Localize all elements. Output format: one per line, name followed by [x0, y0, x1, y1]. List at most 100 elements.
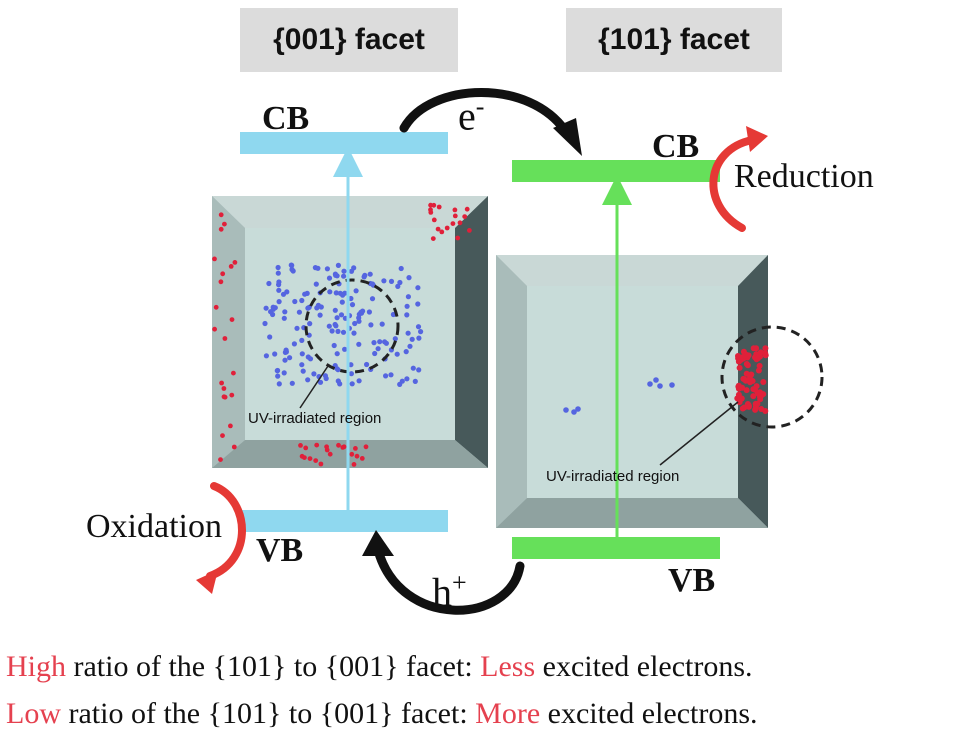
- electron-dot: [405, 330, 411, 336]
- electron-dot: [379, 321, 385, 327]
- crystal-101: [496, 255, 768, 528]
- hole-dot: [318, 461, 324, 467]
- electron-dot: [647, 381, 653, 387]
- hole-dot: [752, 406, 759, 413]
- reduction-label: Reduction: [734, 158, 874, 195]
- cb-label-left: CB: [262, 100, 310, 137]
- electron-dot: [571, 409, 577, 415]
- electron-dot: [276, 279, 282, 285]
- electron-dot: [339, 299, 345, 305]
- hole-dot: [314, 442, 320, 448]
- electron-dot: [276, 299, 282, 305]
- uv-region-label-right: UV-irradiated region: [546, 468, 680, 485]
- hole-dot: [222, 394, 228, 400]
- hole-dot: [307, 456, 313, 461]
- hole-dot: [298, 443, 303, 448]
- hole-dot: [435, 226, 441, 232]
- hole-dot: [218, 279, 224, 285]
- uv-region-leader-right: [659, 401, 739, 466]
- hole-dot: [455, 235, 461, 241]
- hole-dot: [229, 392, 235, 398]
- hole-dot: [749, 378, 756, 384]
- caption-2-emphasis: More: [475, 697, 541, 730]
- caption-2-tail: excited electrons.: [540, 697, 758, 730]
- hole-dot: [220, 433, 225, 438]
- electron-dot: [299, 297, 305, 304]
- electron-dot: [405, 294, 411, 300]
- hole-dot: [436, 204, 442, 210]
- hole-dot: [452, 213, 458, 219]
- electron-dot: [368, 322, 374, 328]
- electron-dot: [294, 325, 300, 331]
- electron-dot: [262, 320, 268, 327]
- electron-dot: [349, 302, 356, 308]
- electron-dot: [333, 272, 339, 278]
- electron-dot: [268, 309, 274, 315]
- hole-dot: [228, 264, 234, 269]
- hole-dot: [743, 370, 750, 377]
- electron-dot: [291, 341, 297, 347]
- hole-dot: [744, 362, 751, 369]
- hole-dot: [762, 345, 769, 352]
- caption-1-emphasis: Less: [480, 650, 536, 683]
- vb-band-left: [240, 510, 448, 532]
- hole-dot: [757, 393, 763, 400]
- electron-dot: [348, 371, 354, 377]
- electron-dot: [275, 373, 281, 379]
- oxidation-label: Oxidation: [86, 508, 222, 545]
- electron-dot: [287, 355, 293, 361]
- hole-dot: [450, 221, 456, 227]
- vb-band-right: [512, 537, 720, 559]
- electron-dot: [669, 382, 675, 388]
- hole-dot: [750, 386, 757, 393]
- electron-label: e-: [458, 92, 484, 139]
- hole-dot: [755, 355, 761, 362]
- electron-dot: [348, 268, 355, 274]
- electron-dot: [274, 368, 280, 374]
- cb-label-right: CB: [652, 128, 700, 165]
- hole-dot: [745, 403, 752, 410]
- electron-dot: [311, 371, 317, 377]
- hole-dot: [219, 380, 225, 386]
- electron-dot: [276, 381, 282, 387]
- electron-dot: [377, 339, 383, 345]
- electron-dot: [335, 262, 341, 268]
- electron-dot: [349, 381, 355, 387]
- hole-dot: [760, 379, 767, 385]
- hole-dot: [212, 326, 218, 332]
- electron-dot: [331, 342, 337, 349]
- electron-dot: [351, 330, 357, 336]
- hole-dot: [462, 214, 468, 220]
- uv-region-leader-left: [299, 365, 329, 409]
- hole-dot: [299, 453, 305, 459]
- electron-dot: [394, 351, 400, 357]
- hole-dot: [741, 404, 748, 411]
- electron-dot: [353, 288, 359, 294]
- electron-dot: [352, 320, 358, 327]
- hole-dot: [757, 349, 764, 356]
- caption-line-1: High ratio of the {101} to {001} facet: …: [6, 650, 753, 684]
- hole-dot: [428, 207, 433, 213]
- electron-dot: [416, 367, 422, 373]
- hole-dot: [232, 260, 238, 265]
- electron-dot: [305, 377, 311, 383]
- electron-dot: [292, 298, 298, 305]
- electron-dot: [412, 378, 418, 384]
- hole-dot: [750, 393, 757, 400]
- electron-dot: [270, 304, 276, 310]
- electron-dot: [367, 271, 373, 277]
- electron-dot: [299, 337, 305, 343]
- electron-dot: [315, 265, 321, 271]
- electron-dot: [272, 351, 278, 357]
- electron-dot: [284, 289, 290, 295]
- hole-dot: [231, 370, 236, 376]
- hole-dot: [351, 462, 357, 467]
- electron-dot: [289, 262, 295, 268]
- electron-dot: [404, 312, 410, 318]
- electron-dot: [356, 378, 362, 384]
- electron-dot: [356, 318, 362, 324]
- electron-dot: [381, 278, 387, 284]
- oxidation-arrow: [196, 482, 246, 594]
- electron-dot: [410, 365, 416, 371]
